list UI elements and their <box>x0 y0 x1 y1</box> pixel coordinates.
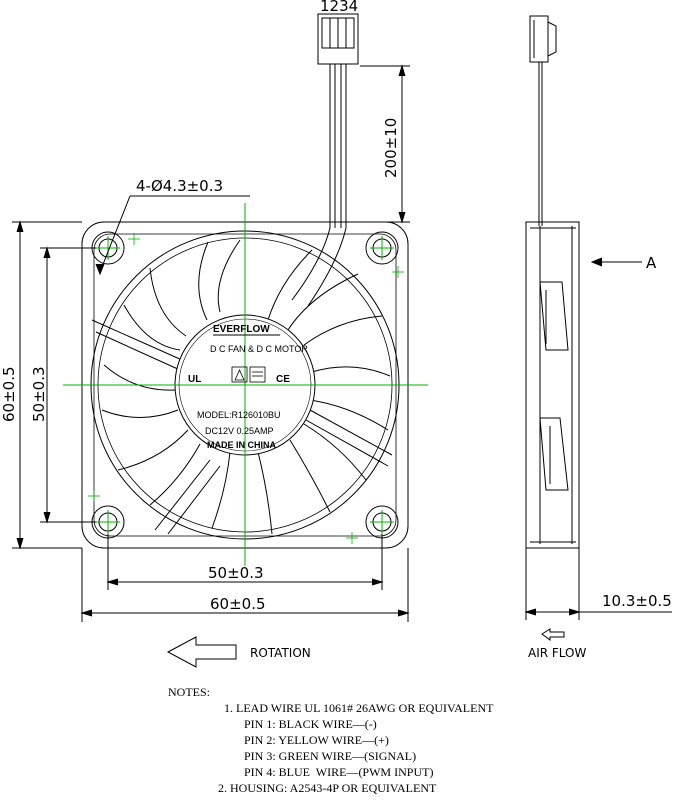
rotation-arrow-icon <box>166 636 237 668</box>
centerlines <box>63 203 428 566</box>
hole-pitch-horizontal-dimension <box>106 534 384 590</box>
support-struts <box>91 319 393 535</box>
fan-blades <box>101 239 391 535</box>
rotation-label: ROTATION <box>250 646 311 660</box>
rating-label-icon <box>249 366 266 383</box>
note-line: PIN 4: BLUE WIRE—(PWM INPUT) <box>244 765 434 779</box>
svg-text:CE: CE <box>276 374 290 385</box>
outer-height-dimension <box>12 220 82 550</box>
notes-block: NOTES: 1. LEAD WIRE UL 1061# 26AWG OR EQ… <box>168 684 493 796</box>
fan-side-body <box>525 221 580 549</box>
lead-wires <box>291 64 347 307</box>
ce-mark-icon: CE <box>276 374 290 385</box>
note-line: 2. HOUSING: A2543-4P OR EQUIVALENT <box>218 781 437 795</box>
airflow-arrow-icon <box>541 628 565 641</box>
note-line: PIN 2: YELLOW WIRE—(+) <box>244 733 389 747</box>
front-view: 1234 200±10 <box>81 0 410 549</box>
outer-width-label: 60±0.5 <box>210 595 266 613</box>
notes-title: NOTES: <box>168 685 210 699</box>
outer-width-dimension <box>80 548 410 622</box>
corner-marks <box>88 233 404 544</box>
pin-numbers-label: 1234 <box>320 0 358 15</box>
side-view <box>525 15 580 549</box>
hole-pitch-vertical-dimension <box>40 246 96 524</box>
hole-spec-label: 4-Ø4.3±0.3 <box>136 177 223 195</box>
airflow-label: AIR FLOW <box>528 646 587 660</box>
hole-spec-leader <box>95 195 250 276</box>
model-text: MODEL:R126010BU <box>197 410 281 420</box>
thickness-label: 10.3±0.5 <box>602 592 672 610</box>
lead-length-dimension <box>350 64 410 224</box>
ul-mark-icon: UL <box>188 374 201 385</box>
note-line: PIN 3: GREEN WIRE—(SIGNAL) <box>244 749 417 763</box>
note-line: 1. LEAD WIRE UL 1061# 26AWG OR EQUIVALEN… <box>224 701 494 715</box>
side-connector <box>529 15 557 63</box>
lead-length-label: 200±10 <box>382 118 400 178</box>
hub-label: EVERFLOW D C FAN & D C MOTOR UL CE MODEL… <box>188 324 308 450</box>
connector-housing <box>317 13 359 65</box>
thickness-dimension <box>524 548 672 620</box>
svg-text:UL: UL <box>188 374 201 385</box>
note-line: PIN 1: BLACK WIRE—(-) <box>244 717 377 731</box>
hole-pitch-horizontal-label: 50±0.3 <box>208 564 264 582</box>
hazard-label-icon <box>231 366 248 383</box>
brand-tagline: D C FAN & D C MOTOR <box>210 344 308 354</box>
view-marker-arrow <box>590 257 642 267</box>
view-marker-label: A <box>646 254 657 272</box>
hole-pitch-vertical-label: 50±0.3 <box>30 366 48 422</box>
origin-text: MADE IN CHINA <box>207 440 276 450</box>
brand-name: EVERFLOW <box>213 324 270 335</box>
rating-text: DC12V 0.25AMP <box>205 426 274 436</box>
outer-height-label: 60±0.5 <box>0 366 18 422</box>
